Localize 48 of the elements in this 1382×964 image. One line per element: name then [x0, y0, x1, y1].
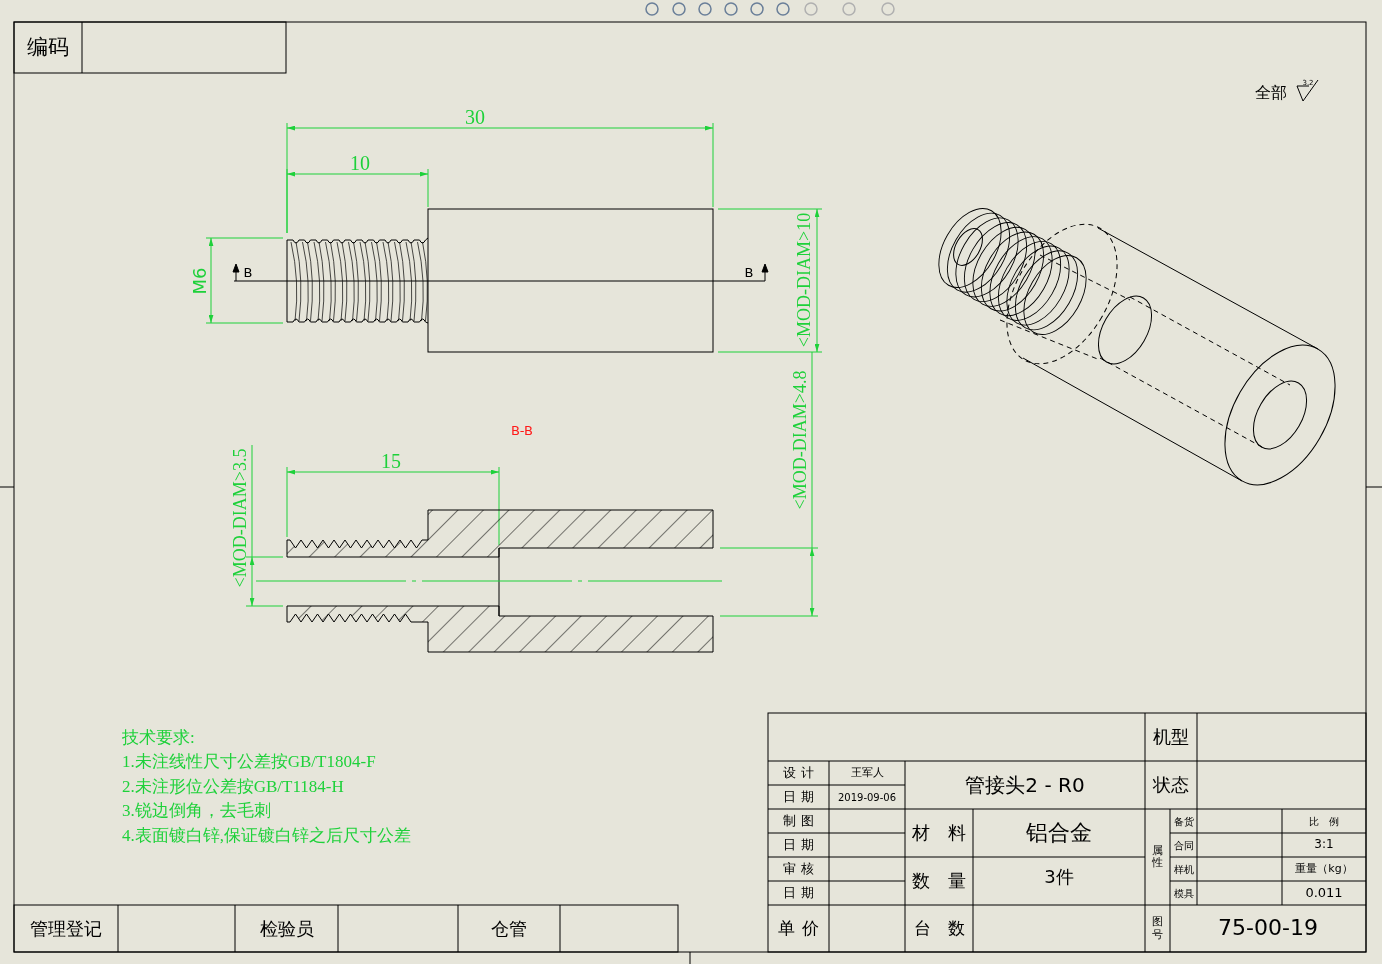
- section-marker-letter: B: [243, 265, 253, 281]
- title-block-text: 样机: [1173, 863, 1194, 875]
- title-block-text: 模具: [1173, 887, 1194, 899]
- title-block-text: 日期: [782, 789, 821, 805]
- title-block-text: 状态: [1153, 775, 1189, 795]
- section-title: B-B: [510, 423, 534, 439]
- title-block-text: 备货: [1173, 815, 1194, 827]
- dimension-text: <MOD-DIAM>10: [795, 212, 815, 348]
- title-block-text: 单价: [777, 919, 827, 938]
- title-block-text: 日期: [782, 837, 821, 853]
- title-block-text: 2019-09-06: [837, 791, 897, 803]
- title-block-text: 仓管: [491, 918, 527, 939]
- title-block-text: 台数: [913, 919, 982, 938]
- title-block-text: 3:1: [1314, 838, 1334, 852]
- title-block-text: 数量: [912, 871, 984, 891]
- title-block-text: 检验员: [259, 918, 314, 939]
- roughness-note: 全部: [1255, 84, 1287, 102]
- note-text: 2.未注形位公差按GB/T1184-H: [122, 777, 344, 797]
- title-block-text: 0.011: [1305, 885, 1343, 901]
- title-block-text: 铝合金: [1026, 820, 1092, 846]
- title-block-text: 合同: [1173, 839, 1194, 851]
- note-text: 4.表面镀白锌,保证镀白锌之后尺寸公差: [122, 827, 411, 846]
- section-marker-letter: B: [744, 265, 754, 281]
- title-block-text: 管理登记: [30, 918, 102, 939]
- note-text: 3.锐边倒角，去毛刺: [122, 802, 271, 822]
- title-block-text: 管接头2 - R0: [965, 774, 1085, 796]
- title-block-text: 审核: [782, 861, 821, 877]
- dimension-text: 30: [465, 106, 485, 128]
- dimension-text: 15: [381, 450, 401, 472]
- title-block-text: 材料: [912, 823, 984, 843]
- title-block-text: 属性: [1152, 844, 1163, 870]
- title-block-text: 重量（kg）: [1295, 862, 1353, 876]
- dimension-text: <MOD-DIAM>3.5: [231, 448, 251, 588]
- title-block-text: 设计: [782, 765, 821, 781]
- title-block-text: 3件: [1044, 867, 1074, 887]
- title-block-text: 制图: [782, 813, 821, 829]
- title-block-text: 比例: [1309, 815, 1349, 827]
- note-text: 1.未注线性尺寸公差按GB/T1804-F: [122, 753, 376, 772]
- title-block-text: 图号: [1152, 916, 1163, 941]
- dimension-text: 10: [350, 152, 370, 174]
- drawing-code-label: 编码: [27, 35, 69, 60]
- dimension-text: <MOD-DIAM>4.8: [791, 370, 811, 510]
- title-block-text: 75-00-19: [1218, 916, 1318, 941]
- title-block-text: 机型: [1153, 727, 1189, 747]
- title-block-text: 王军人: [850, 766, 884, 780]
- dimension-text: M6: [190, 267, 210, 295]
- note-heading: 技术要求:: [122, 728, 195, 748]
- title-block-text: 日期: [782, 885, 821, 901]
